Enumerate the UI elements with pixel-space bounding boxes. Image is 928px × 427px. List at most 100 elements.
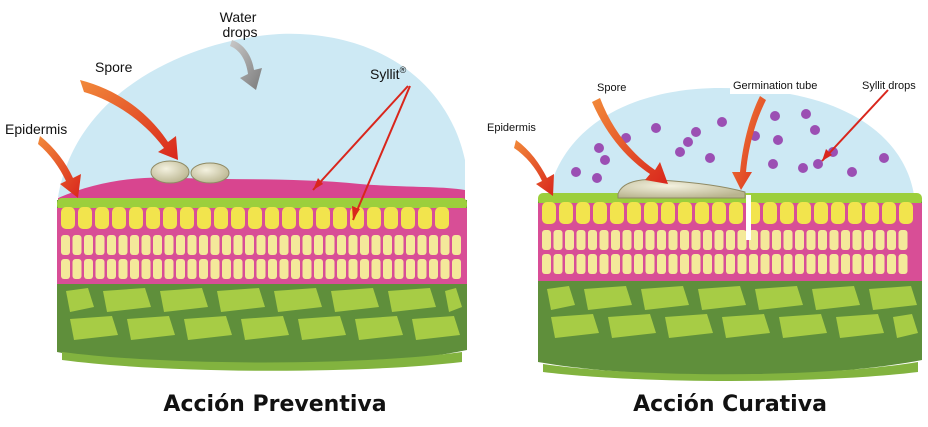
palisade-cell <box>96 259 105 279</box>
palisade-cell <box>429 259 438 279</box>
palisade-cell <box>383 235 392 255</box>
epidermis-arrow-right <box>514 140 554 196</box>
syllit-drop-dot <box>773 135 783 145</box>
palisade-cell <box>280 259 289 279</box>
epidermis-cell <box>316 207 330 229</box>
palisade-cell <box>715 254 724 274</box>
epidermis-cell <box>401 207 415 229</box>
syllit-drop-dot <box>594 143 604 153</box>
palisade-cell <box>61 235 70 255</box>
palisade-cell <box>372 235 381 255</box>
epidermis-cell <box>644 202 658 224</box>
syllit-drop-dot <box>770 111 780 121</box>
syllit-drop-dot <box>768 159 778 169</box>
palisade-cell <box>692 254 701 274</box>
epidermis-cell <box>627 202 641 224</box>
palisade-cell <box>452 235 461 255</box>
palisade-cell <box>795 230 804 250</box>
palisade-cell <box>887 230 896 250</box>
epidermis-cell <box>780 202 794 224</box>
palisade-cell <box>441 259 450 279</box>
syllit-drop-dot <box>592 173 602 183</box>
palisade-cell <box>588 230 597 250</box>
palisade-cell <box>807 230 816 250</box>
palisade-cell <box>73 235 82 255</box>
caption-preventive: Acción Preventiva <box>125 392 425 417</box>
palisade-cell <box>738 230 747 250</box>
palisade-cell <box>84 259 93 279</box>
palisade-cell <box>153 259 162 279</box>
palisade-cell <box>807 254 816 274</box>
palisade-cell <box>383 259 392 279</box>
palisade-cell <box>761 254 770 274</box>
spore-label-right: Spore <box>597 82 626 94</box>
palisade-cell <box>360 235 369 255</box>
palisade-cell <box>326 259 335 279</box>
palisade-cell <box>784 230 793 250</box>
epidermis-cell <box>248 207 262 229</box>
palisade-cell <box>303 259 312 279</box>
epidermis-cell <box>129 207 143 229</box>
palisade-cell <box>349 235 358 255</box>
palisade-cell <box>646 230 655 250</box>
palisade-cell <box>291 259 300 279</box>
epidermis-cell <box>282 207 296 229</box>
palisade-cell <box>176 235 185 255</box>
palisade-cell <box>841 230 850 250</box>
syllit-drop-dot <box>801 109 811 119</box>
palisade-cell <box>887 254 896 274</box>
syllit-drop-dot <box>571 167 581 177</box>
palisade-cell <box>303 235 312 255</box>
epidermis-cell <box>831 202 845 224</box>
water-drop-right <box>548 88 914 195</box>
water-drops-label: Water drops <box>220 9 261 40</box>
palisade-cell <box>234 235 243 255</box>
epidermis-cell <box>678 202 692 224</box>
syllit-drop-dot <box>879 153 889 163</box>
palisade-cell <box>669 254 678 274</box>
palisade-cell <box>542 254 551 274</box>
palisade-cell <box>188 259 197 279</box>
palisade-cell <box>245 259 254 279</box>
epidermis-cell <box>848 202 862 224</box>
epidermis-cell <box>729 202 743 224</box>
epidermis-cell <box>112 207 126 229</box>
palisade-cell <box>107 259 116 279</box>
palisade-cell <box>349 259 358 279</box>
caption-curative: Acción Curativa <box>580 392 880 417</box>
palisade-cell <box>452 259 461 279</box>
palisade-cell <box>680 254 689 274</box>
palisade-cell <box>876 254 885 274</box>
palisade-cell <box>795 254 804 274</box>
palisade-cell <box>577 254 586 274</box>
palisade-cell <box>176 259 185 279</box>
palisade-cell <box>234 259 243 279</box>
palisade-cell <box>314 235 323 255</box>
tissue-right <box>538 193 922 381</box>
palisade-cell <box>165 259 174 279</box>
epidermis-cell <box>610 202 624 224</box>
palisade-cell <box>130 235 139 255</box>
palisade-cell <box>142 235 151 255</box>
palisade-cell <box>554 254 563 274</box>
palisade-cell <box>119 235 128 255</box>
palisade-cell <box>761 230 770 250</box>
epidermis-cell <box>78 207 92 229</box>
epidermis-cell <box>367 207 381 229</box>
palisade-cell <box>257 235 266 255</box>
epidermis-cell <box>559 202 573 224</box>
palisade-cell <box>395 259 404 279</box>
palisade-cell <box>864 254 873 274</box>
palisade-cell <box>784 254 793 274</box>
palisade-cell <box>337 259 346 279</box>
palisade-cell <box>418 259 427 279</box>
palisade-cell <box>623 254 632 274</box>
palisade-cell <box>669 230 678 250</box>
palisade-cell <box>554 230 563 250</box>
syllit-drop-dot <box>675 147 685 157</box>
palisade-cell <box>326 235 335 255</box>
palisade-cell <box>142 259 151 279</box>
germination-tube-label: Germination tube <box>733 80 817 92</box>
palisade-cell <box>406 235 415 255</box>
